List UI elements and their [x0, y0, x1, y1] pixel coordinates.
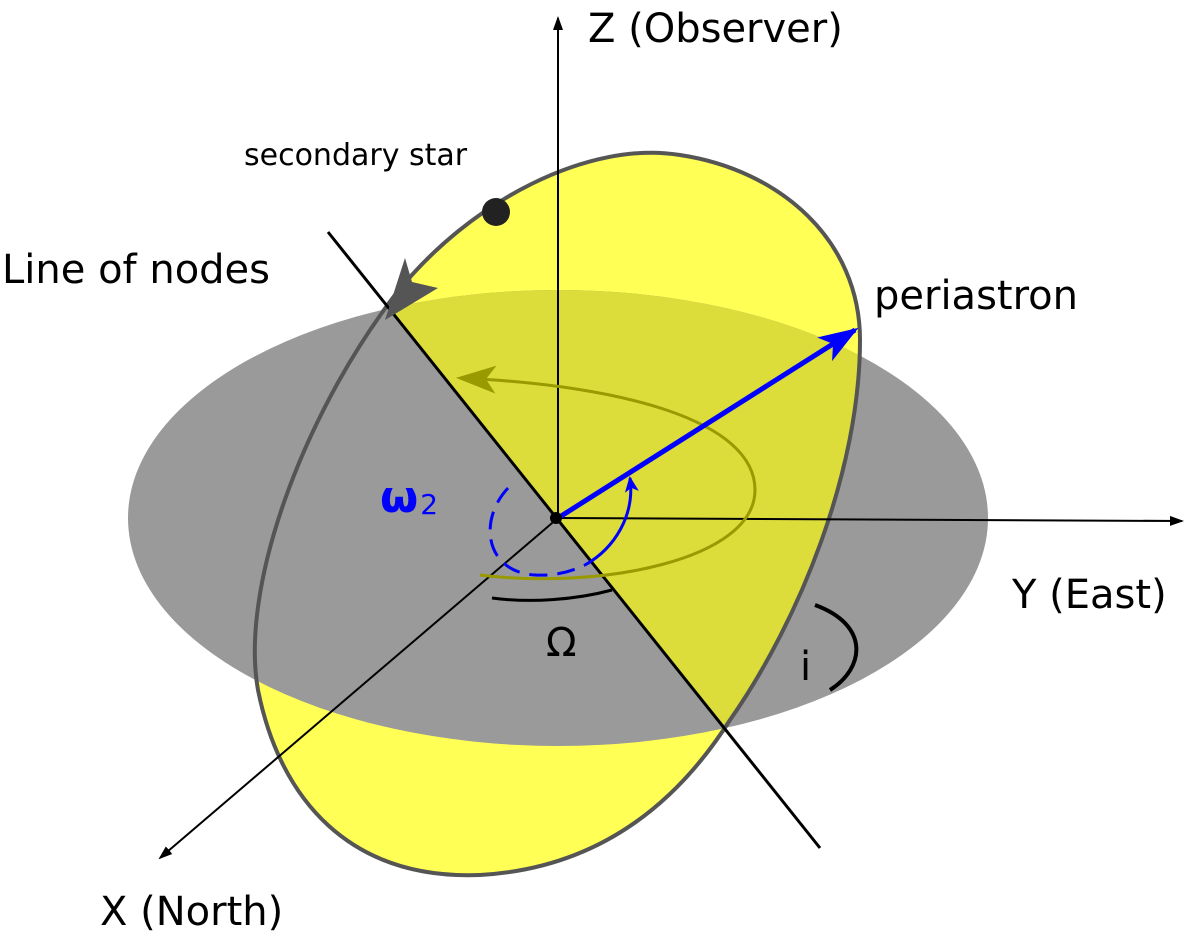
origin-point: [550, 512, 562, 524]
x-axis-label: X (North): [100, 889, 283, 935]
x-axis: [158, 517, 559, 860]
argument-of-periastron-arc: [584, 476, 639, 567]
orbit-outline: [252, 150, 863, 878]
inclination-arc: [814, 603, 859, 692]
inclination-label: i: [800, 644, 811, 690]
periastron-vector: [556, 327, 859, 521]
longitude-of-node-arc: [491, 588, 613, 602]
argument-of-periastron-label: ω2: [380, 472, 438, 523]
periastron-label: periastron: [874, 273, 1078, 319]
z-axis-label: Z (Observer): [588, 6, 843, 52]
line-of-nodes: [326, 231, 822, 849]
secondary-star: [482, 198, 510, 226]
line-of-nodes-label: Line of nodes: [2, 247, 270, 293]
longitude-of-node-label: Ω: [546, 620, 577, 666]
y-axis: [557, 515, 1184, 526]
argument-of-periastron-dashed-arc: [488, 486, 586, 577]
orbit-direction-arc: [456, 365, 757, 581]
secondary-star-label: secondary star: [244, 138, 468, 173]
y-axis-label: Y (East): [1011, 572, 1167, 618]
motion-arrow-icon: [385, 258, 438, 320]
